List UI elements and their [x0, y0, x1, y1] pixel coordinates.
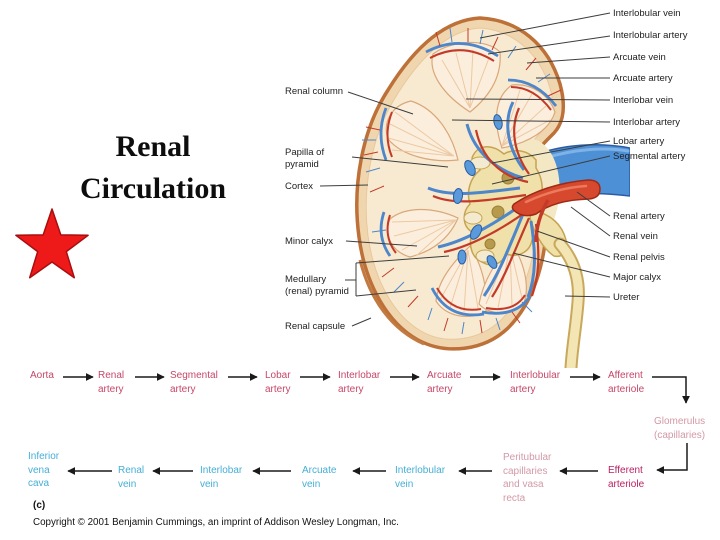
- flow-afferent-arteriole: Afferent arteriole: [608, 370, 645, 395]
- diagram-label-cortex: Cortex: [285, 181, 313, 192]
- leader-lines: [319, 12, 611, 327]
- diagram-label-minor-calyx: Minor calyx: [285, 236, 334, 247]
- flow-renal-artery: Renal artery: [98, 370, 125, 395]
- flow-efferent-arteriole: Efferent arteriole: [608, 465, 645, 490]
- diagram-label-renal-vein: Renal vein: [613, 231, 658, 242]
- flow-arcuate-vein: Arcuate vein: [302, 465, 337, 490]
- copyright-text: Copyright © 2001 Benjamin Cummings, an i…: [33, 517, 399, 528]
- flow-aorta: Aorta: [30, 370, 54, 381]
- flow-peritubular-capillaries: Peritubular capillaries and vasa recta: [503, 452, 552, 504]
- renal-artery: [511, 179, 601, 243]
- intrarenal-arteries: [363, 28, 562, 334]
- diagram-label-renal-artery: Renal artery: [613, 211, 665, 222]
- flow-segmental-artery: Segmental artery: [170, 370, 218, 395]
- flow-lobar-artery: Lobar artery: [265, 370, 291, 395]
- renal-pyramids: [385, 41, 556, 318]
- pyramid-striations: [387, 49, 551, 313]
- flow-renal-vein: Renal vein: [118, 465, 145, 490]
- diagram-label-papilla: Papilla of pyramid: [285, 147, 325, 170]
- flow-interlobar-vein: Interlobar vein: [200, 465, 243, 490]
- diagram-label-segmental-artery: Segmental artery: [613, 151, 686, 162]
- figure-letter-label: (c): [33, 500, 46, 511]
- diagram-label-lobar-artery: Lobar artery: [613, 136, 665, 147]
- kidney-illustration: [355, 16, 630, 368]
- diagram-label-interlobular-vein: Interlobular vein: [613, 8, 681, 19]
- flow-arcuate-artery: Arcuate artery: [427, 370, 462, 395]
- flow-inferior-vena-cava: Inferior vena cava: [28, 451, 60, 489]
- ureter: [553, 237, 585, 368]
- diagram-label-arcuate-vein: Arcuate vein: [613, 52, 666, 63]
- diagram-label-renal-capsule: Renal capsule: [285, 321, 346, 332]
- star-icon: [15, 208, 89, 279]
- flow-interlobular-vein: Interlobular vein: [395, 465, 446, 490]
- diagram-label-arcuate-artery: Arcuate artery: [613, 73, 673, 84]
- diagram-label-renal-pelvis: Renal pelvis: [613, 252, 665, 263]
- diagram-label-interlobar-vein: Interlobar vein: [613, 95, 674, 106]
- flow-glomerulus: Glomerulus (capillaries): [654, 416, 706, 441]
- flow-interlobular-artery: Interlobular artery: [510, 370, 561, 395]
- diagram-label-interlobular-artery: Interlobular artery: [613, 30, 688, 41]
- diagram-label-medullary-pyramid: Medullary (renal) pyramid: [285, 274, 349, 297]
- page-title: Renal Circulation: [79, 130, 227, 205]
- diagram-label-interlobar-artery: Interlobar artery: [613, 117, 681, 128]
- diagram-label-renal-column: Renal column: [285, 86, 344, 97]
- diagram-label-ureter: Ureter: [613, 292, 640, 303]
- interlobar-vein-sections: [452, 114, 503, 269]
- flow-interlobar-artery: Interlobar artery: [338, 370, 381, 395]
- diagram-label-major-calyx: Major calyx: [613, 272, 662, 283]
- flow-arrows: [63, 373, 690, 475]
